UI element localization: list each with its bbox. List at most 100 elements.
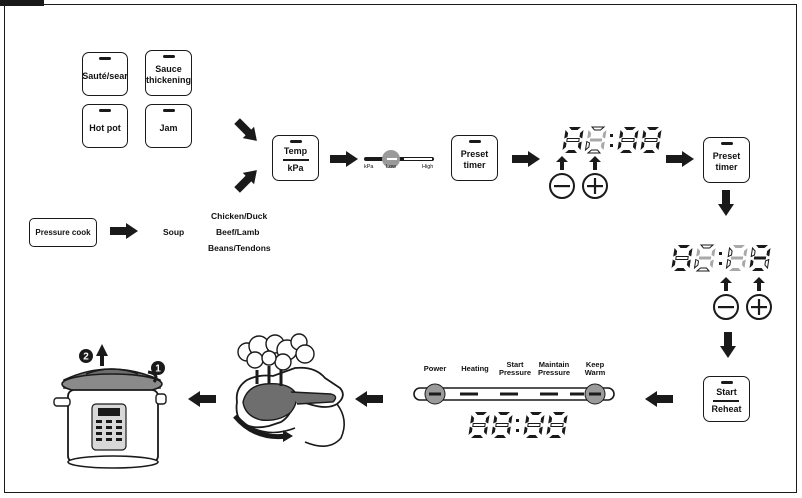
digit-0: [546, 412, 568, 438]
up-arrow-icon-2b: [753, 277, 765, 291]
start-reheat-button[interactable]: Start Reheat: [703, 376, 750, 422]
maintain-pressure-line2: Pressure: [537, 368, 571, 377]
up-arrow-icon-2a: [720, 277, 732, 291]
segment-f: [548, 415, 553, 424]
up-arrow-icon-1b: [589, 156, 601, 170]
timer-display-2: [671, 244, 771, 272]
segment-a: [699, 244, 715, 249]
segment-a: [647, 127, 659, 130]
maintain-pressure-line1: Maintain: [538, 360, 570, 369]
segment-b: [657, 130, 662, 139]
status-power: Power: [423, 364, 447, 373]
segment-a: [624, 127, 636, 130]
segment-c: [764, 258, 770, 270]
segment-d: [494, 435, 506, 438]
pressure-slider[interactable]: [360, 144, 440, 172]
segment-g: [698, 256, 712, 260]
segment-g: [527, 423, 541, 427]
status-keep-warm: Keep Warm: [585, 361, 606, 377]
segment-d: [643, 150, 655, 153]
arrow-diag-up-icon: [234, 170, 257, 193]
status-bar: [413, 383, 615, 405]
segment-e: [749, 259, 754, 268]
segment-e: [546, 426, 551, 435]
segment-g: [753, 256, 767, 260]
segment-f: [525, 415, 530, 424]
jam-label: Jam: [159, 122, 178, 133]
plus-icon-2[interactable]: [745, 293, 773, 321]
segment-c: [506, 426, 511, 435]
segment-e: [562, 141, 567, 150]
arrow-left-icon-1: [645, 391, 673, 407]
segment-d: [471, 435, 483, 438]
segment-c: [741, 259, 746, 268]
minus-icon-1[interactable]: [548, 172, 576, 200]
step-2-number: 2: [83, 352, 89, 363]
digit-0: [671, 245, 693, 271]
soup-label: Soup: [163, 227, 185, 237]
segment-e: [617, 141, 622, 150]
arrow-right-icon-slider: [512, 151, 540, 167]
slider-label-high: High: [422, 164, 434, 170]
colon-dot: [610, 144, 613, 147]
segment-e: [725, 258, 732, 270]
keep-warm-line2: Warm: [584, 368, 606, 377]
status-heating: Heating: [461, 364, 489, 373]
colon-dot: [516, 429, 519, 432]
hot-pot-label: Hot pot: [89, 122, 121, 133]
arrow-right-icon-temp: [330, 151, 358, 167]
minus-icon-2[interactable]: [712, 293, 740, 321]
segment-b: [602, 130, 607, 139]
jam-button[interactable]: Jam: [145, 104, 192, 148]
digit-4: [584, 126, 607, 154]
segment-b: [766, 248, 771, 257]
segment-e: [491, 426, 496, 435]
segment-a: [590, 126, 606, 131]
step-1-badge: [151, 361, 165, 375]
corner-tab: [0, 0, 44, 6]
segment-e: [523, 426, 528, 435]
preset-timer-button-1[interactable]: Preset timer: [451, 135, 498, 181]
segment-c: [686, 259, 691, 268]
segment-e: [584, 140, 591, 152]
segment-b: [485, 415, 490, 424]
food-option-beans-tendons: Beans/Tendons: [208, 243, 271, 253]
pressure-cook-button[interactable]: Pressure cook: [29, 218, 97, 247]
reheat-label: Reheat: [711, 403, 742, 414]
temp-kpa-button[interactable]: Temp kPa: [272, 135, 319, 181]
segment-d: [526, 435, 538, 438]
timer-label-2: timer: [715, 162, 738, 172]
digit-4: [693, 244, 716, 272]
start-pressure-line1: Start: [506, 360, 524, 369]
segment-g: [644, 138, 658, 142]
plus-icon-1[interactable]: [581, 172, 609, 200]
preset-label-1: Preset: [460, 149, 489, 159]
segment-g: [550, 423, 564, 427]
sauce-thickening-button[interactable]: Sauce thickening: [145, 50, 192, 96]
colon-dot: [719, 252, 722, 255]
digit-0: [617, 127, 639, 153]
segment-b: [743, 248, 748, 257]
segment-e: [640, 141, 645, 150]
segment-g: [589, 138, 603, 142]
segment-g: [675, 256, 689, 260]
preset-timer-button-2[interactable]: Preset timer: [703, 137, 750, 183]
segment-g: [566, 138, 580, 142]
timer-display-1: [562, 126, 662, 154]
arrow-diag-down-icon: [234, 118, 257, 141]
start-pressure-line2: Pressure: [498, 368, 532, 377]
segment-d: [729, 268, 741, 271]
segment-b: [634, 130, 639, 139]
segment-d: [695, 267, 711, 272]
segment-c: [709, 259, 714, 268]
saute-sear-button[interactable]: Sauté/sear: [82, 52, 128, 96]
arrow-down-icon-1: [718, 190, 734, 216]
food-option-beef-lamb: Beef/Lamb: [216, 227, 260, 237]
hot-pot-button[interactable]: Hot pot: [82, 104, 128, 148]
segment-a: [475, 412, 487, 415]
up-arrow-icon-1a: [556, 156, 568, 170]
segment-a: [498, 412, 510, 415]
segment-g: [472, 423, 486, 427]
digit-0: [523, 412, 545, 438]
segment-f: [696, 248, 701, 257]
